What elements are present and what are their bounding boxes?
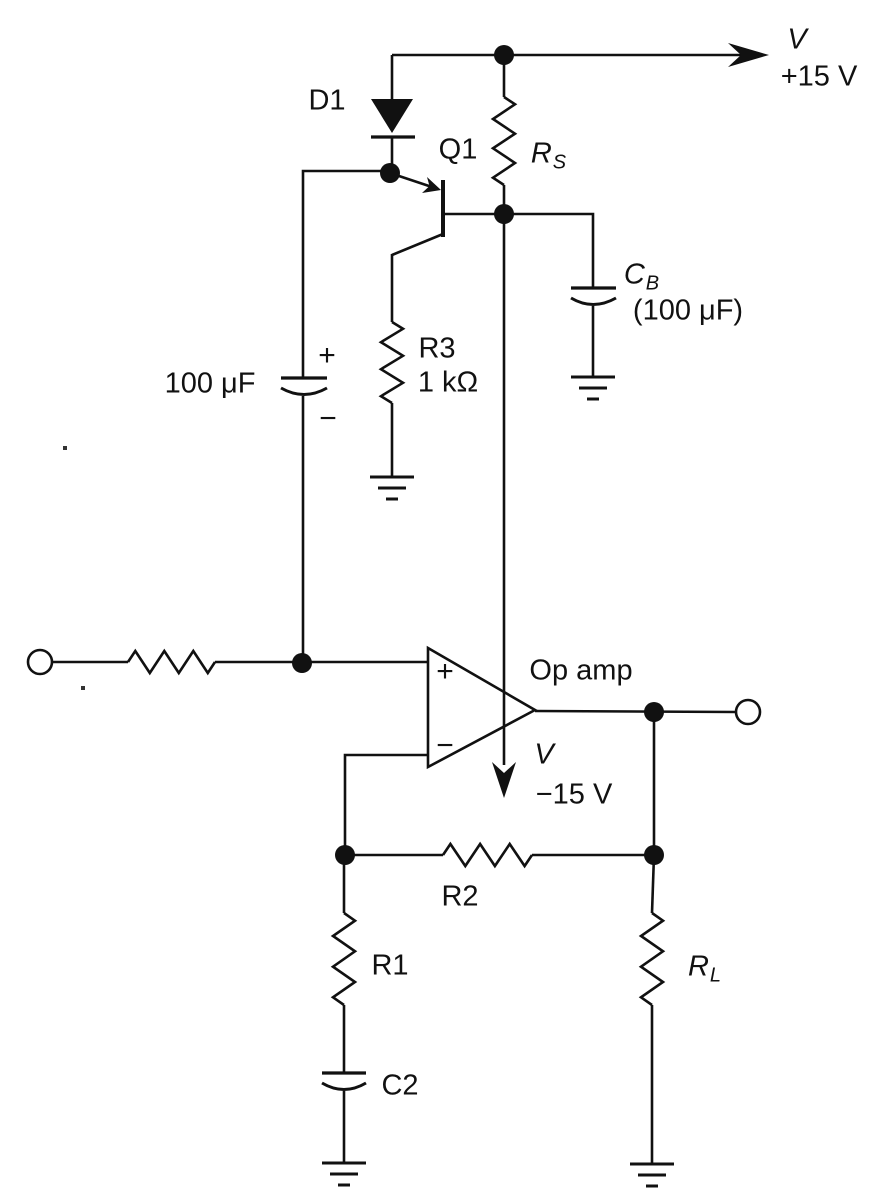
- scan-speck: [81, 686, 85, 690]
- label-rs: RS: [530, 137, 566, 173]
- label-c1-plus: +: [318, 339, 336, 372]
- label-r3-value: 1 kΩ: [417, 366, 479, 399]
- label-opamp: Op amp: [529, 654, 633, 687]
- label-c1-value: 100 μF: [164, 367, 256, 400]
- output-terminal: [734, 698, 762, 726]
- junction-dot: [335, 845, 355, 865]
- ground-c2-icon: [322, 1161, 366, 1187]
- capacitor-cb: [570, 286, 617, 377]
- arrow-right-icon: [728, 43, 769, 67]
- resistor-r1: [330, 856, 358, 1073]
- junction-dot: [644, 702, 664, 722]
- negative-supply-line: [492, 214, 516, 798]
- ground-cb-icon: [571, 375, 615, 401]
- label-rl-base: R: [687, 950, 709, 983]
- arrow-down-icon: [492, 762, 516, 798]
- input-terminal: [26, 648, 54, 676]
- diode-triangle-icon: [371, 99, 413, 133]
- label-r2: R2: [441, 880, 479, 913]
- ground-rl-icon: [630, 1162, 674, 1188]
- label-r1: R1: [371, 949, 409, 982]
- resistor-rl: [638, 854, 666, 1164]
- junction-dot: [644, 845, 664, 865]
- emitter-arrow-icon: [422, 177, 441, 193]
- label-v-positive: V: [787, 23, 807, 56]
- label-minus-15v: −15 V: [535, 778, 613, 811]
- junction-dot: [494, 204, 514, 224]
- label-r3: R3: [418, 332, 456, 365]
- resistor-rs: [490, 55, 518, 214]
- input-resistor: [52, 648, 428, 676]
- label-opamp-minus: −: [436, 729, 454, 762]
- cb-wire: [504, 212, 595, 288]
- junction-dot: [494, 45, 514, 65]
- label-plus-15v: +15 V: [780, 60, 858, 93]
- label-cb-value: (100 μF): [632, 294, 744, 327]
- label-opamp-plus: +: [436, 655, 454, 688]
- resistor-r3: [378, 320, 406, 477]
- label-cb-sub: B: [645, 272, 660, 295]
- label-cb-base: C: [623, 258, 645, 291]
- transistor-q1: [389, 171, 504, 322]
- bias-left-wire: [301, 169, 390, 378]
- junction-dots: [292, 45, 664, 865]
- junction-dot: [292, 653, 312, 673]
- positive-rail-wire: [392, 43, 769, 67]
- capacitor-c2: [321, 1071, 367, 1163]
- label-rs-base: R: [530, 137, 552, 170]
- scan-speck: [63, 446, 67, 450]
- capacitor-c1: [280, 376, 328, 663]
- label-d1: D1: [308, 84, 346, 117]
- opamp-triangle: [426, 645, 538, 770]
- label-rs-sub: S: [552, 151, 567, 174]
- ground-r3-icon: [370, 475, 414, 501]
- label-c2: C2: [381, 1069, 419, 1102]
- resistor-r2: [345, 841, 654, 869]
- label-cb: CB: [623, 258, 659, 294]
- output-wire: [534, 709, 737, 855]
- label-q1: Q1: [438, 133, 478, 166]
- label-c1-minus: −: [319, 402, 337, 435]
- label-v-negative: V: [534, 738, 554, 771]
- label-rl-sub: L: [709, 964, 722, 987]
- diode-d1: [371, 55, 415, 173]
- label-rl: RL: [687, 950, 721, 986]
- feedback-wire: [343, 753, 428, 855]
- junction-dot: [380, 163, 400, 183]
